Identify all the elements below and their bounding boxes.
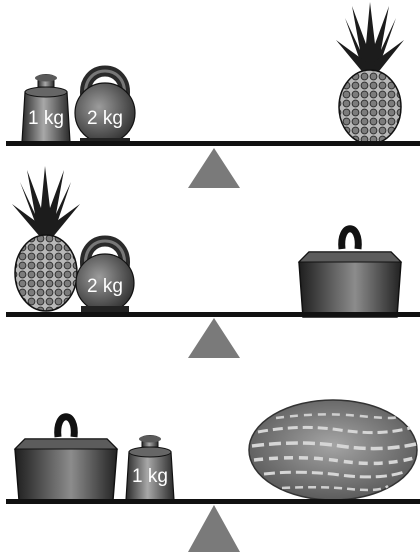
large-weight-icon	[15, 417, 117, 500]
small-weight-icon: 1 kg	[22, 74, 70, 142]
scale-1: 1 kg 2 kg	[6, 2, 420, 188]
pineapple-icon	[336, 2, 404, 144]
scale-1-right-pan	[336, 2, 404, 144]
weight-label: 1 kg	[132, 466, 168, 487]
beam	[6, 312, 420, 317]
kettlebell-icon: 2 kg	[76, 241, 134, 312]
scale-2: 2 kg	[6, 166, 420, 358]
weight-label: 2 kg	[87, 108, 123, 129]
fulcrum-icon	[188, 318, 240, 358]
scale-3-right-pan	[249, 400, 417, 500]
weight-label: 2 kg	[87, 276, 123, 297]
scale-3: 1 kg	[6, 400, 420, 552]
beam	[6, 499, 420, 504]
scale-1-left-pan: 1 kg 2 kg	[22, 71, 135, 144]
pineapple-icon	[12, 166, 80, 311]
beam	[6, 141, 420, 146]
scale-3-left-pan: 1 kg	[15, 417, 174, 500]
fulcrum-icon	[188, 505, 240, 552]
scale-2-right-pan	[299, 229, 401, 317]
large-weight-icon	[299, 229, 401, 317]
watermelon-icon	[249, 400, 417, 500]
fulcrum-icon	[188, 148, 240, 188]
scale-2-left-pan: 2 kg	[12, 166, 134, 312]
small-weight-icon: 1 kg	[126, 435, 174, 500]
weight-label: 1 kg	[28, 108, 64, 129]
kettlebell-icon: 2 kg	[75, 71, 135, 144]
